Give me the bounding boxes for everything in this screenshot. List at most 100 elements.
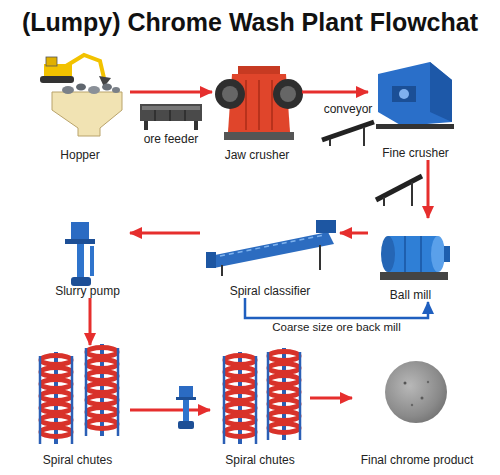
hopper-illustration-part: [112, 87, 120, 93]
conveyor-illustration-part: [322, 122, 374, 140]
fine-crusher-illustration-part: [399, 89, 409, 99]
equipment-node: Fine crusher: [368, 55, 463, 160]
conveyor-illustration-part: [383, 197, 385, 206]
node-label: Slurry pump: [55, 284, 120, 298]
spiral-chute-illustration: [40, 344, 118, 444]
equipment-node: Jaw crusher: [212, 60, 302, 162]
flow-arrow: [130, 409, 210, 412]
feeder-illustration-part: [142, 106, 200, 110]
spiral-chute-illustration-part: [224, 352, 256, 444]
hopper-illustration-part: [76, 84, 86, 91]
flow-arrow: [89, 298, 92, 345]
jaw-crusher-illustration-part: [222, 86, 238, 102]
equipment-node: Final chrome product: [352, 345, 482, 467]
equipment-node: conveyor: [318, 102, 378, 144]
pump-illustration-part: [179, 386, 193, 397]
diagram-title: (Lumpy) Chrome Wash Plant Flowchat: [0, 8, 500, 37]
jaw-crusher-illustration-part: [258, 80, 260, 130]
hopper-illustration-part: [46, 57, 57, 66]
hopper-illustration: [40, 55, 122, 136]
return-arrow: [245, 298, 428, 318]
spiral-classifier-illustration-part: [316, 220, 336, 233]
node-label: conveyor: [324, 102, 373, 116]
feeder-illustration-part: [184, 110, 186, 121]
ball-mill-illustration: [380, 236, 450, 280]
node-label: Ball mill: [390, 288, 431, 302]
conveyor-illustration-part: [329, 139, 331, 146]
chrome-concentrate-illustration-part: [427, 381, 429, 383]
pump-illustration: [176, 386, 196, 429]
conveyor-illustration-part: [363, 127, 365, 146]
flow-arrow: [130, 91, 212, 94]
node-label: Fine crusher: [382, 146, 449, 160]
ball-mill-illustration-part: [431, 236, 445, 272]
slurry-pump-illustration-part: [65, 239, 95, 244]
spiral-chute-illustration-part: [268, 348, 300, 440]
feeder-illustration-part: [194, 121, 198, 130]
fine-crusher-illustration-part: [430, 62, 452, 122]
node-label: Hopper: [60, 148, 99, 162]
feeder-illustration-part: [154, 110, 156, 121]
jaw-crusher-illustration-part: [273, 79, 303, 109]
chrome-concentrate-illustration: [385, 361, 447, 423]
jaw-crusher-illustration-part: [271, 80, 273, 130]
pump-illustration-part: [176, 397, 196, 400]
node-label: Spiral chutes: [225, 453, 294, 467]
feeder-illustration: [140, 104, 202, 130]
spiral-classifier-illustration-part: [210, 232, 334, 268]
fine-crusher-illustration-part: [378, 62, 452, 126]
node-label: Final chrome product: [361, 453, 474, 467]
ball-mill-illustration-part: [388, 236, 438, 272]
spiral-chute-illustration-part: [40, 352, 72, 444]
edge-label: Coarse size ore back mill: [272, 321, 400, 333]
slurry-pump-illustration: [65, 222, 95, 286]
ball-mill-illustration-part: [420, 236, 422, 272]
jaw-crusher-illustration-part: [224, 132, 294, 140]
flow-arrow: [427, 160, 430, 218]
conveyor-illustration: [376, 176, 422, 206]
conveyor-illustration-part: [411, 182, 413, 206]
slurry-pump-illustration-part: [77, 244, 84, 278]
slurry-pump-illustration-part: [90, 246, 94, 276]
pump-illustration-part: [178, 421, 194, 429]
equipment-node: Spiral chutes: [210, 345, 310, 467]
hopper-illustration-part: [102, 84, 112, 91]
spiral-classifier-illustration-part: [221, 265, 223, 276]
hopper-illustration-part: [40, 76, 74, 83]
fine-crusher-illustration: [376, 62, 454, 129]
feeder-illustration-part: [144, 121, 148, 130]
hopper-illustration-part: [52, 92, 122, 136]
node-label: Spiral classifier: [230, 284, 311, 298]
flow-arrow: [340, 232, 368, 235]
chrome-concentrate-illustration-part: [385, 361, 447, 423]
flow-arrow: [130, 232, 200, 235]
conveyor-illustration: [322, 122, 374, 146]
jaw-crusher-illustration-part: [280, 86, 296, 102]
spiral-classifier-illustration-part: [220, 235, 324, 256]
pump-illustration-part: [183, 400, 189, 422]
flow-arrow: [310, 397, 352, 400]
hopper-illustration-part: [88, 86, 100, 94]
slurry-pump-illustration-part: [71, 222, 89, 239]
ball-mill-illustration-part: [404, 236, 406, 272]
hopper-illustration-part: [66, 55, 104, 78]
feeder-illustration-part: [140, 104, 202, 121]
ball-mill-illustration-part: [444, 246, 450, 262]
chrome-concentrate-illustration-part: [421, 397, 424, 400]
chrome-concentrate-illustration-part: [404, 382, 407, 385]
spiral-chute-illustration: [224, 348, 300, 444]
equipment-node: Slurry pump: [45, 215, 130, 298]
ball-mill-illustration-part: [381, 236, 395, 272]
jaw-crusher-illustration-part: [238, 66, 280, 74]
node-label: Jaw crusher: [225, 148, 290, 162]
conveyor-illustration-part: [376, 176, 422, 200]
jaw-crusher-illustration: [215, 66, 303, 140]
equipment-node: Spiral chutes: [25, 345, 130, 467]
chrome-concentrate-illustration-part: [411, 404, 413, 406]
hopper-illustration-part: [62, 86, 74, 94]
node-label: ore feeder: [144, 132, 199, 146]
jaw-crusher-illustration-part: [215, 79, 245, 109]
